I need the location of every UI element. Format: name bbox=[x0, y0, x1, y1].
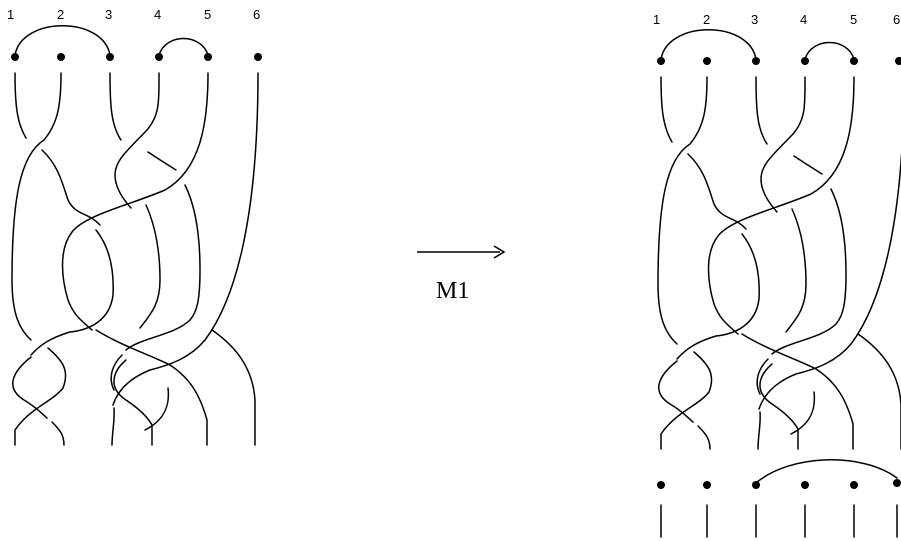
right-endpoint-4 bbox=[801, 57, 809, 65]
left-strand-label-4: 4 bbox=[154, 7, 161, 22]
right-strand-label-6: 6 bbox=[893, 12, 900, 27]
left-strand-label-2: 2 bbox=[57, 7, 64, 22]
left-cap-arc-1-3 bbox=[14, 25, 111, 56]
right-bottom-endpoint-2 bbox=[703, 481, 711, 489]
left-braid-strands bbox=[11, 72, 259, 446]
right-strand-label-2: 2 bbox=[703, 12, 710, 27]
right-endpoint-6 bbox=[895, 57, 901, 65]
left-cap-arc-4-5 bbox=[158, 37, 209, 56]
move-label: M1 bbox=[436, 278, 469, 304]
right-endpoint-2 bbox=[703, 57, 711, 65]
left-endpoint-2 bbox=[57, 53, 65, 61]
left-strand-label-6: 6 bbox=[253, 7, 260, 22]
right-strand-label-1: 1 bbox=[653, 12, 660, 27]
right-bottom-cap bbox=[657, 459, 901, 538]
move-arrow: M1 bbox=[417, 245, 506, 304]
right-bottom-endpoint-6 bbox=[893, 479, 901, 487]
left-braid-diagram: 1 2 3 4 5 6 bbox=[7, 7, 262, 446]
left-endpoint-3 bbox=[106, 53, 114, 61]
right-strand-label-3: 3 bbox=[751, 12, 758, 27]
left-strand-label-1: 1 bbox=[7, 7, 14, 22]
right-endpoint-5 bbox=[850, 57, 858, 65]
right-endpoint-3 bbox=[752, 57, 760, 65]
right-strand-label-5: 5 bbox=[850, 12, 857, 27]
right-strand-label-4: 4 bbox=[800, 12, 807, 27]
right-endpoint-1 bbox=[657, 57, 665, 65]
left-strand-label-3: 3 bbox=[105, 7, 112, 22]
arrow-head-icon bbox=[493, 245, 506, 259]
left-endpoint-4 bbox=[155, 53, 163, 61]
right-cap-arc-4-5 bbox=[804, 41, 855, 60]
right-bottom-endpoint-5 bbox=[850, 481, 858, 489]
right-bottom-cap-arc-3-6 bbox=[755, 459, 898, 484]
right-bottom-endpoint-3 bbox=[752, 481, 760, 489]
right-bottom-endpoint-1 bbox=[657, 481, 665, 489]
left-strand-label-5: 5 bbox=[204, 7, 211, 22]
left-endpoint-1 bbox=[11, 53, 19, 61]
right-braid-strands bbox=[657, 76, 901, 450]
right-braid-diagram: 1 2 3 4 5 6 bbox=[653, 12, 901, 538]
left-endpoint-5 bbox=[204, 53, 212, 61]
left-endpoint-6 bbox=[254, 53, 262, 61]
right-bottom-endpoint-4 bbox=[801, 481, 809, 489]
right-cap-arc-1-3 bbox=[660, 29, 757, 60]
